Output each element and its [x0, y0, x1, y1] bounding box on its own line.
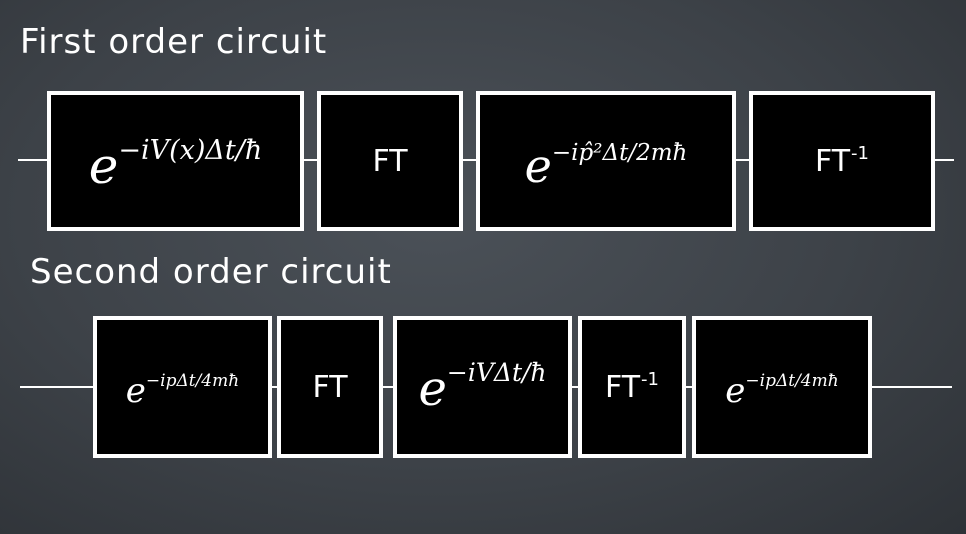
second-inverse-ft-label: FT-1 — [604, 369, 659, 405]
first-kinetic-operator: e−ip̂²Δt/2mħ — [524, 139, 688, 193]
second-ft-gate: FT — [277, 316, 383, 458]
first-inverse-ft-gate: FT-1 — [749, 91, 935, 231]
second-order-title: Second order circuit — [30, 252, 392, 292]
second-kinetic-half-gate-1: e−ipΔt/4mħ — [93, 316, 272, 458]
second-kinetic-half-operator-1: e−ipΔt/4mħ — [125, 371, 240, 411]
first-potential-gate: e−iV(x)Δt/ħ — [47, 91, 304, 231]
second-kinetic-half-gate-2: e−ipΔt/4mħ — [692, 316, 872, 458]
second-kinetic-half-operator-2: e−ipΔt/4mħ — [725, 371, 839, 411]
second-inverse-ft-gate: FT-1 — [578, 316, 686, 458]
second-potential-operator: e−iVΔt/ħ — [418, 358, 547, 417]
first-ft-gate: FT — [317, 91, 463, 231]
first-ft-label: FT — [372, 143, 408, 179]
first-potential-operator: e−iV(x)Δt/ħ — [88, 135, 263, 195]
first-inverse-ft-label: FT-1 — [814, 143, 869, 179]
first-order-title: First order circuit — [20, 22, 328, 62]
second-potential-gate: e−iVΔt/ħ — [393, 316, 572, 458]
first-kinetic-gate: e−ip̂²Δt/2mħ — [476, 91, 736, 231]
second-ft-label: FT — [312, 369, 348, 405]
